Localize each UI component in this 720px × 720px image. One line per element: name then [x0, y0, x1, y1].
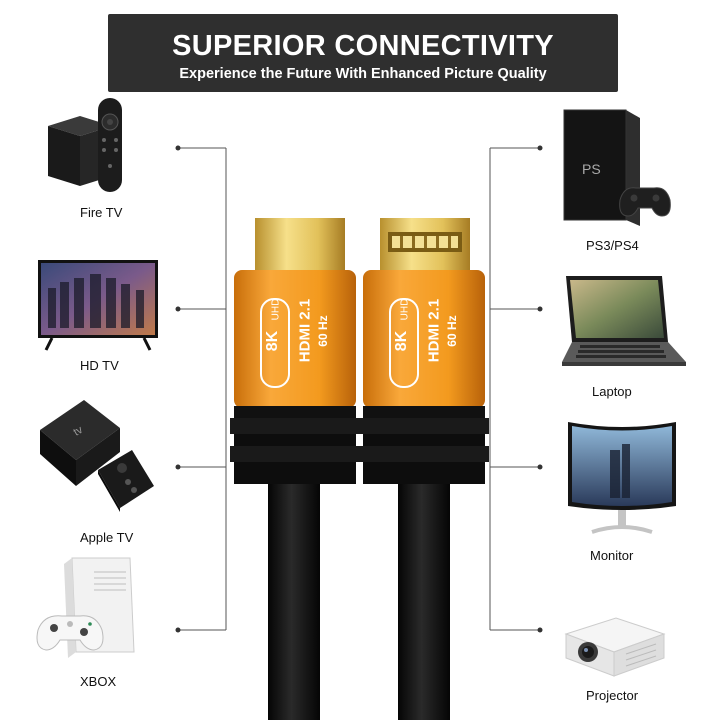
hdmi-cable-right: [359, 218, 489, 720]
laptop-icon: [562, 276, 686, 366]
device-label-apple-tv: Apple TV: [80, 530, 134, 545]
banner-title: SUPERIOR CONNECTIVITY: [172, 30, 554, 62]
hdmi-text-left: HDMI: [296, 323, 314, 363]
banner-subtitle: Experience the Future With Enhanced Pict…: [179, 66, 547, 82]
device-label-projector: Projector: [586, 688, 639, 703]
hdmi-brand-right: HDMI 2.1: [426, 296, 443, 366]
hd-tv-icon: [38, 260, 158, 351]
svg-text:PS: PS: [582, 161, 601, 177]
playstation-icon: PS: [563, 109, 671, 226]
hdmi-version-left: 2.1: [296, 298, 314, 320]
device-label-fire-tv: Fire TV: [80, 205, 123, 220]
hdmi-text-right: HDMI: [425, 323, 443, 363]
projector-icon: [564, 617, 666, 677]
device-label-ps3-ps4: PS3/PS4: [586, 238, 639, 253]
badge-uhd-right: UHD: [399, 298, 411, 321]
apple-tv-icon: tv: [40, 400, 154, 512]
monitor-icon: [568, 422, 676, 534]
fire-tv-icon: [48, 98, 122, 192]
xbox-icon: [36, 557, 135, 658]
refresh-rate-right: 60 Hz: [445, 315, 459, 347]
connector-label-right: 8K UHD HDMI 2.1 60 Hz: [363, 270, 485, 408]
device-label-laptop: Laptop: [592, 384, 632, 399]
hdmi-version-right: 2.1: [425, 298, 443, 320]
hdmi-brand-left: HDMI 2.1: [297, 296, 314, 366]
device-label-monitor: Monitor: [590, 548, 634, 563]
refresh-rate-left: 60 Hz: [316, 315, 330, 347]
device-label-xbox: XBOX: [80, 674, 117, 689]
connector-label-left: 8K UHD HDMI 2.1 60 Hz: [234, 270, 356, 408]
device-label-hd-tv: HD TV: [80, 358, 119, 373]
title-banner: SUPERIOR CONNECTIVITY Experience the Fut…: [108, 14, 618, 92]
badge-uhd-left: UHD: [270, 298, 282, 321]
